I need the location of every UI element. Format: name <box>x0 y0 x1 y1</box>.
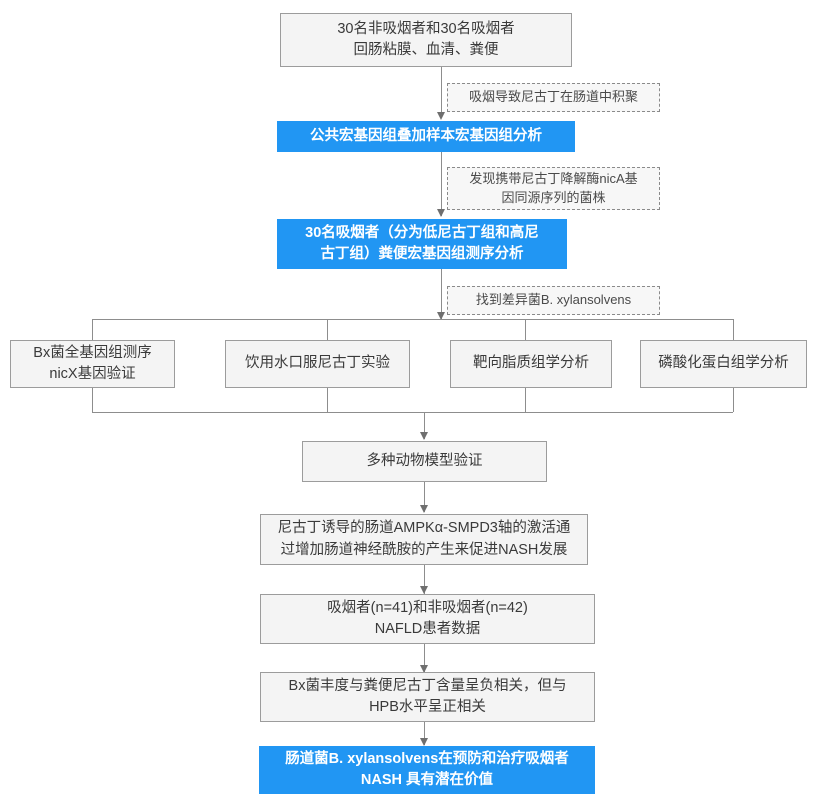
merge-riser-genome <box>92 388 93 412</box>
node-conclusion[interactable]: 肠道菌B. xylansolvens在预防和治疗吸烟者 NASH 具有潜在价值 <box>259 746 595 794</box>
annotation-nicotine-accumulation: 吸烟导致尼古丁在肠道中积聚 <box>447 83 660 112</box>
node-public-metagenome[interactable]: 公共宏基因组叠加样本宏基因组分析 <box>277 121 575 152</box>
node-branch-drinking-water[interactable]: 饮用水口服尼古丁实验 <box>225 340 410 388</box>
node-correlation[interactable]: Bx菌丰度与粪便尼古丁含量呈负相关，但与 HPB水平呈正相关 <box>260 672 595 722</box>
arrowhead-public-to-smoker <box>437 209 445 217</box>
node-animal-model[interactable]: 多种动物模型验证 <box>302 441 547 482</box>
arrowhead-merge-to-animal <box>420 432 428 440</box>
connector-mechanism-to-patients <box>424 565 425 594</box>
node-cohort[interactable]: 30名非吸烟者和30名吸烟者 回肠粘膜、血清、粪便 <box>280 13 572 67</box>
branch-drop-phospho <box>733 319 734 340</box>
arrowhead-cohort-to-public <box>437 112 445 120</box>
connector-patients-to-correlation <box>424 644 425 672</box>
merge-riser-phospho <box>733 388 734 412</box>
connector-cohort-to-public <box>441 67 442 114</box>
connector-public-to-smoker <box>441 152 442 216</box>
branch-drop-water <box>327 319 328 340</box>
arrowhead-mechanism-to-patients <box>420 586 428 594</box>
node-branch-phosphoproteomics[interactable]: 磷酸化蛋白组学分析 <box>640 340 807 388</box>
branch-drop-lipid <box>525 319 526 340</box>
node-branch-genome-sequencing[interactable]: Bx菌全基因组测序 nicX基因验证 <box>10 340 175 388</box>
branch-bus-bottom <box>92 412 733 413</box>
branch-drop-genome <box>92 319 93 340</box>
arrowhead-patients-to-correlation <box>420 665 428 673</box>
connector-correlation-to-conclusion <box>424 722 425 745</box>
connector-merge-to-animal <box>424 412 425 439</box>
branch-bus-top <box>92 319 733 320</box>
node-patient-data[interactable]: 吸烟者(n=41)和非吸烟者(n=42) NAFLD患者数据 <box>260 594 595 644</box>
node-smoker-metagenome[interactable]: 30名吸烟者（分为低尼古丁组和高尼 古丁组）粪便宏基因组测序分析 <box>277 219 567 269</box>
node-branch-lipidomics[interactable]: 靶向脂质组学分析 <box>450 340 612 388</box>
merge-riser-water <box>327 388 328 412</box>
merge-riser-lipid <box>525 388 526 412</box>
arrowhead-animal-to-mechanism <box>420 505 428 513</box>
annotation-nica-gene: 发现携带尼古丁降解酶nicA基 因同源序列的菌株 <box>447 167 660 210</box>
connector-animal-to-mechanism <box>424 482 425 512</box>
connector-smoker-to-branches <box>441 269 442 319</box>
annotation-bx-found: 找到差异菌B. xylansolvens <box>447 286 660 315</box>
arrowhead-correlation-to-conclusion <box>420 738 428 746</box>
arrowhead-smoker-to-branches <box>437 312 445 320</box>
node-mechanism[interactable]: 尼古丁诱导的肠道AMPKα-SMPD3轴的激活通 过增加肠道神经酰胺的产生来促进… <box>260 514 588 565</box>
